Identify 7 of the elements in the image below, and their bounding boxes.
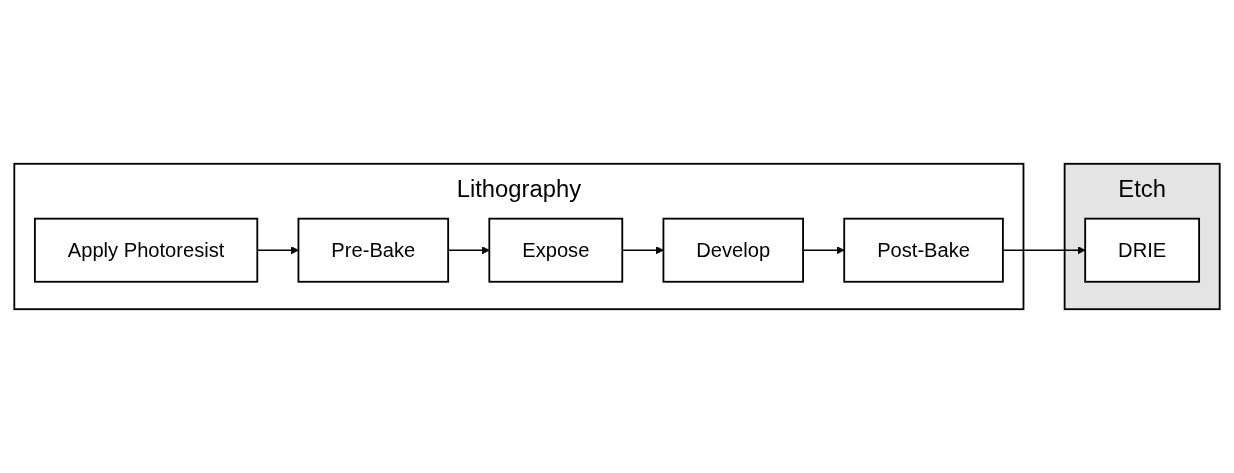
node-box: Apply Photoresist — [33, 217, 259, 283]
node-box: Expose — [488, 217, 624, 283]
node-box: Develop — [662, 217, 804, 283]
arrow — [1002, 246, 1086, 255]
node-box: Post-Bake — [843, 217, 1004, 283]
node-box: DRIE — [1084, 217, 1201, 283]
node-box: Pre-Bake — [297, 217, 450, 283]
